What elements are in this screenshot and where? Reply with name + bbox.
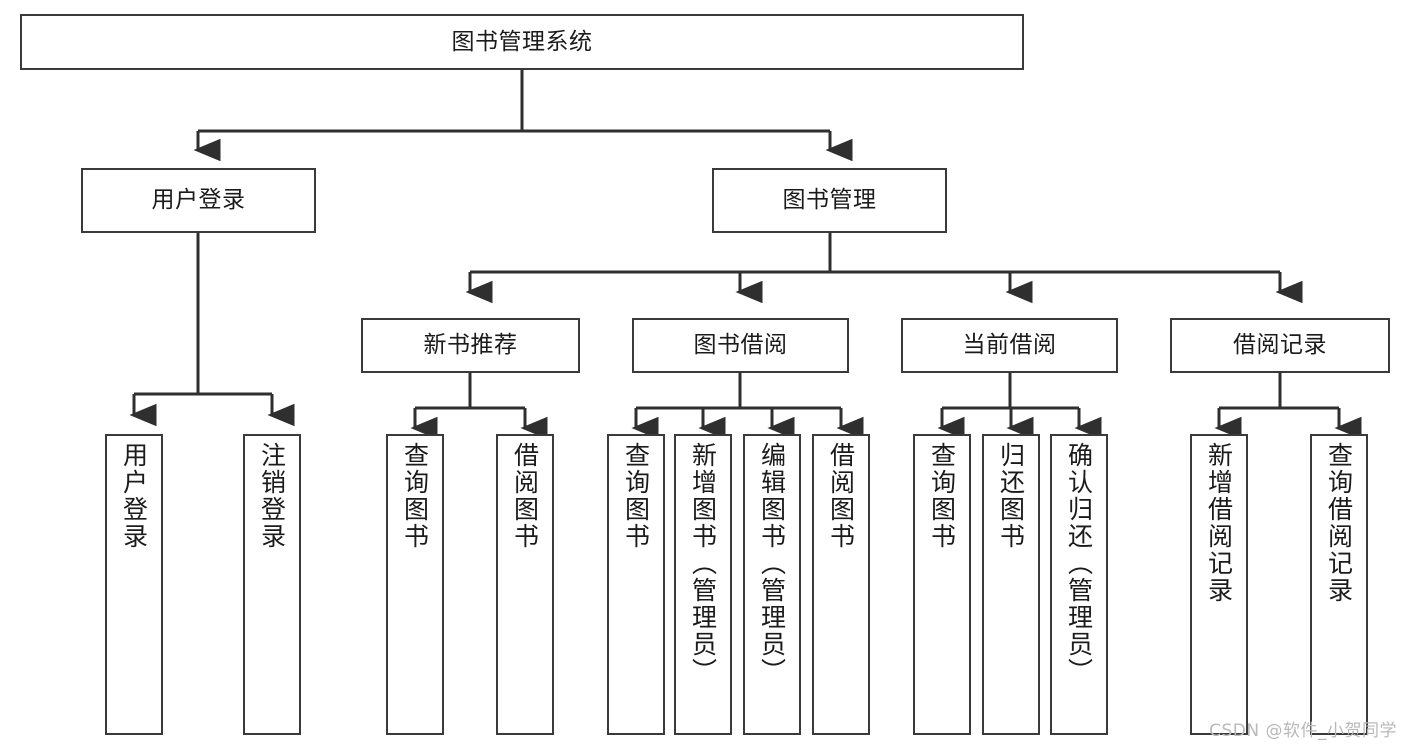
leaf-user-login-logout[interactable]: 注销登录 <box>243 434 301 735</box>
node-borrow-record-label: 借阅记录 <box>1233 332 1327 359</box>
node-current-borrow-label: 当前借阅 <box>962 332 1057 359</box>
leaf-label: 借阅图书 <box>826 442 856 550</box>
node-root-label: 图书管理系统 <box>451 28 593 55</box>
leaf-label: 注销登录 <box>257 442 287 550</box>
node-book-borrow[interactable]: 图书借阅 <box>632 318 849 373</box>
leaf-new-book-query[interactable]: 查询图书 <box>386 434 444 735</box>
leaf-borrow-query-book[interactable]: 查询图书 <box>607 434 665 735</box>
leaf-label: 查询图书 <box>400 442 430 550</box>
node-user-login-label: 用户登录 <box>151 187 246 214</box>
node-book-borrow-label: 图书借阅 <box>693 332 788 359</box>
leaf-label: 编辑图书（管理员） <box>757 442 787 685</box>
node-new-book-recommend[interactable]: 新书推荐 <box>361 318 580 373</box>
leaf-record-query-record[interactable]: 查询借阅记录 <box>1310 434 1368 735</box>
leaf-borrow-add-book-admin[interactable]: 新增图书（管理员） <box>674 434 732 735</box>
node-book-management[interactable]: 图书管理 <box>712 168 947 233</box>
leaf-borrow-edit-book-admin[interactable]: 编辑图书（管理员） <box>743 434 801 735</box>
node-user-login[interactable]: 用户登录 <box>81 168 316 233</box>
leaf-label: 查询图书 <box>621 442 651 550</box>
leaf-current-query-book[interactable]: 查询图书 <box>913 434 971 735</box>
leaf-user-login-login[interactable]: 用户登录 <box>105 434 163 735</box>
leaf-label: 借阅图书 <box>510 442 540 550</box>
leaf-label: 新增图书（管理员） <box>688 442 718 685</box>
watermark: CSDN @软件_小贺同学 <box>1209 721 1397 741</box>
node-new-book-recommend-label: 新书推荐 <box>423 332 518 359</box>
node-book-management-label: 图书管理 <box>782 187 877 214</box>
leaf-label: 确认归还（管理员） <box>1064 442 1094 685</box>
leaf-label: 查询图书 <box>927 442 957 550</box>
leaf-current-confirm-return-admin[interactable]: 确认归还（管理员） <box>1050 434 1108 735</box>
leaf-new-book-borrow[interactable]: 借阅图书 <box>496 434 554 735</box>
leaf-borrow-borrow-book[interactable]: 借阅图书 <box>812 434 870 735</box>
leaf-label: 归还图书 <box>996 442 1026 550</box>
node-root[interactable]: 图书管理系统 <box>20 14 1024 70</box>
leaf-label: 查询借阅记录 <box>1324 442 1354 604</box>
leaf-record-add-record[interactable]: 新增借阅记录 <box>1190 434 1248 735</box>
node-borrow-record[interactable]: 借阅记录 <box>1170 318 1390 373</box>
leaf-label: 用户登录 <box>119 442 149 550</box>
leaf-current-return-book[interactable]: 归还图书 <box>982 434 1040 735</box>
node-current-borrow[interactable]: 当前借阅 <box>901 318 1118 373</box>
leaf-label: 新增借阅记录 <box>1204 442 1234 604</box>
